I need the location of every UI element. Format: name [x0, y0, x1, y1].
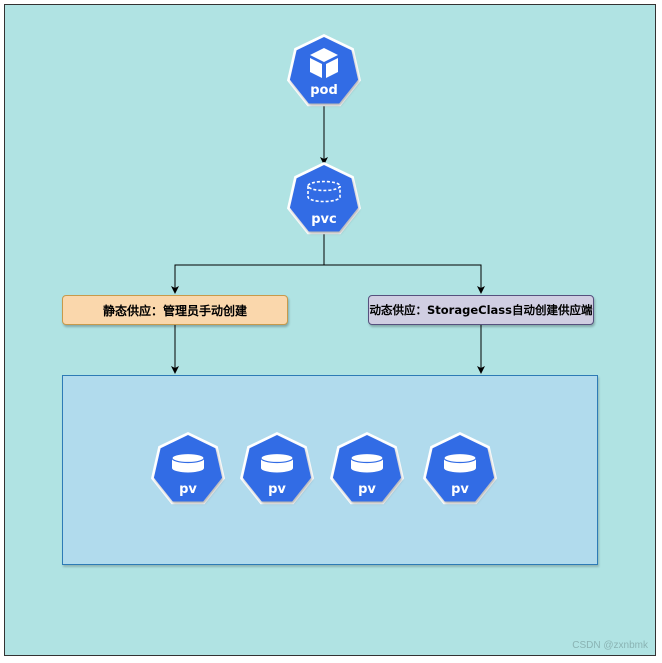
- pv-pool-container: [62, 375, 598, 565]
- pv-node: pv: [240, 432, 314, 505]
- volume-icon: [260, 452, 294, 473]
- pod-label: pod: [310, 83, 338, 98]
- edge-pvc-to-static: [171, 232, 325, 294]
- pvc-heptagon-fill: [289, 165, 359, 232]
- pvc-node: pvc: [287, 162, 361, 235]
- watermark: CSDN @zxnbmk: [572, 640, 648, 651]
- pv-node: pv: [330, 432, 404, 505]
- cube-icon: [310, 48, 338, 78]
- edge-pvc-to-dynamic: [324, 264, 485, 294]
- pv-node: pv: [151, 432, 225, 505]
- pv-label: pv: [179, 482, 197, 497]
- pv-label: pv: [451, 482, 469, 497]
- pv-label: pv: [268, 482, 286, 497]
- pv-label: pv: [358, 482, 376, 497]
- dashed-volume-icon: [307, 180, 341, 203]
- static-provisioning-box: 静态供应：管理员手动创建: [62, 295, 288, 325]
- pv-node: pv: [423, 432, 497, 505]
- volume-icon: [171, 452, 205, 473]
- pvc-label: pvc: [311, 212, 337, 227]
- dynamic-provisioning-box: 动态供应：StorageClass自动创建供应端: [368, 295, 594, 325]
- pod-node: pod: [287, 34, 361, 107]
- volume-icon: [350, 452, 384, 473]
- volume-icon: [443, 452, 477, 473]
- pod-heptagon-fill: [289, 37, 359, 104]
